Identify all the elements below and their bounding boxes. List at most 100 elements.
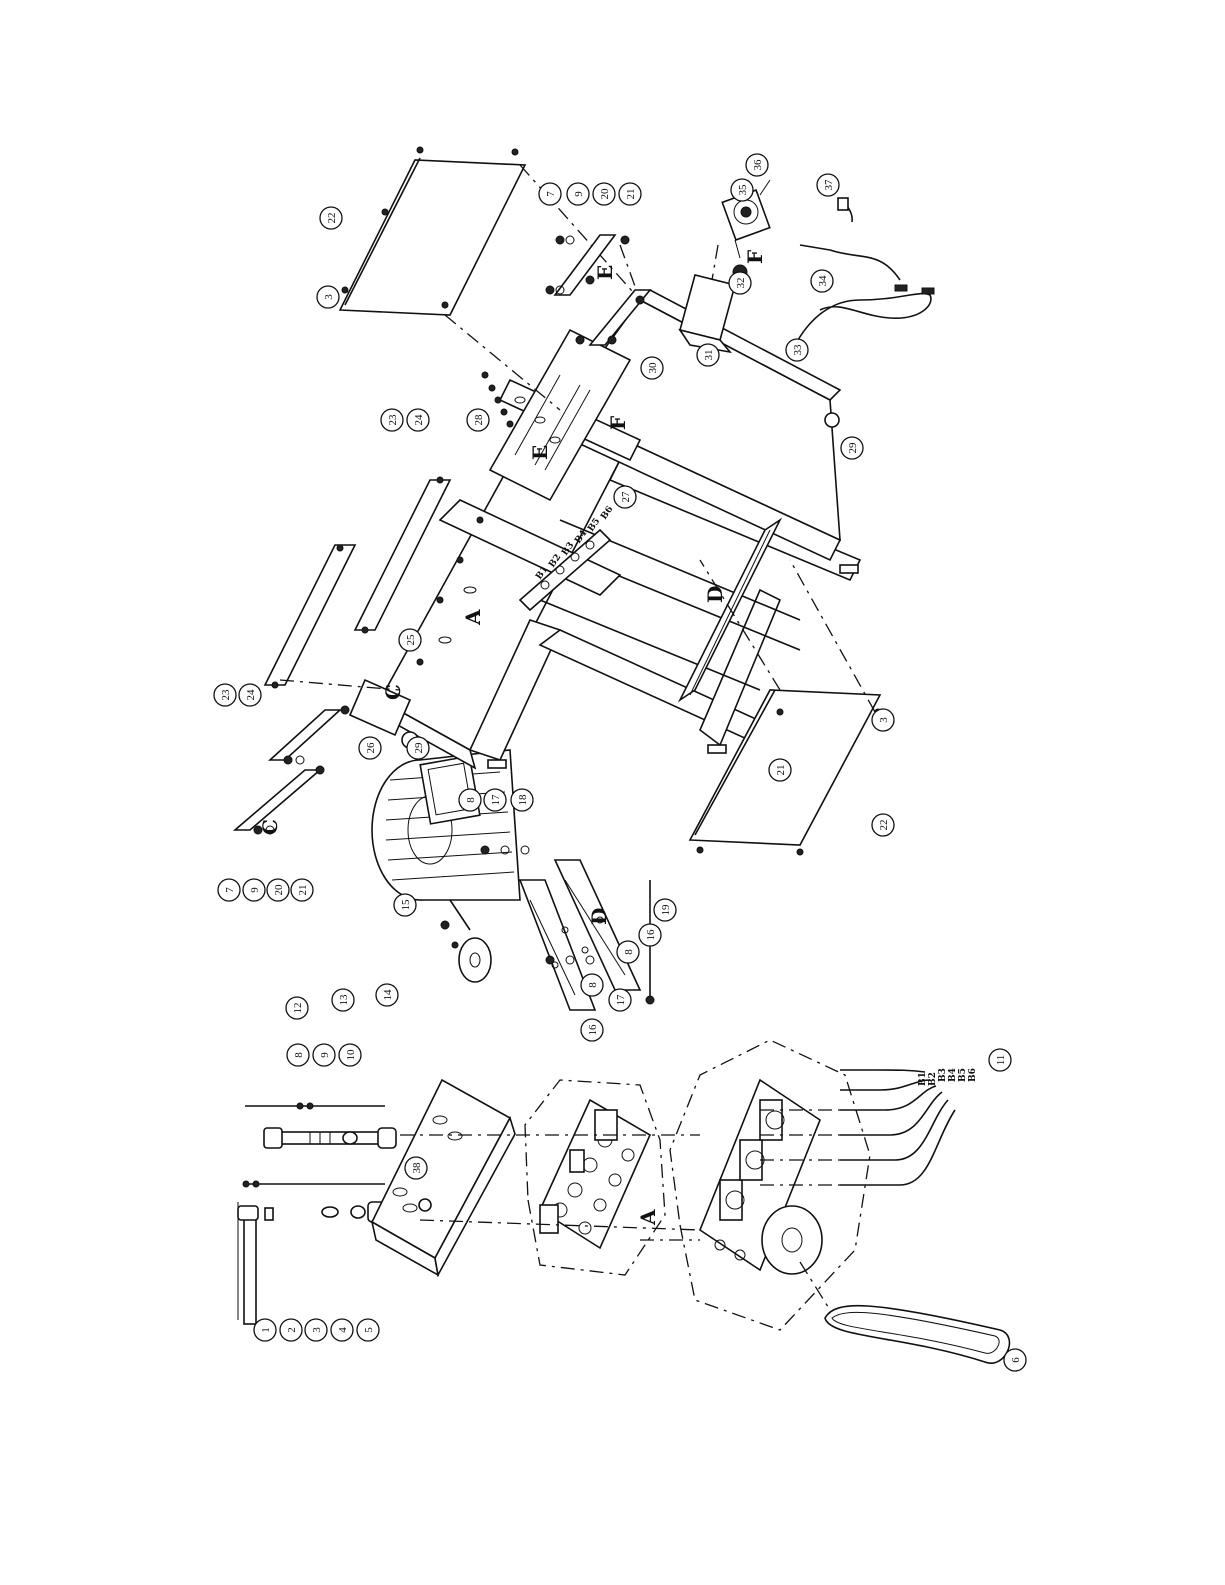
terminal-label-b6: B6	[599, 505, 615, 522]
callout-25: 25	[399, 629, 421, 651]
callout-32: 32	[729, 272, 751, 294]
nut-38	[419, 1199, 431, 1211]
callout-20: 20	[267, 879, 289, 901]
callout-29: 29	[407, 737, 429, 759]
callout-number: 26	[365, 742, 377, 754]
callout-number: 27	[620, 491, 632, 503]
callout-16: 16	[581, 1019, 603, 1041]
ref-letter-e-frame: E	[528, 445, 552, 460]
callout-number: 17	[490, 794, 502, 806]
callout-14: 14	[376, 984, 398, 1006]
callout-number: 9	[573, 191, 585, 197]
wire-label-b6: B6	[968, 1068, 978, 1082]
callout-number: 23	[387, 414, 399, 426]
v-belt	[800, 1262, 1009, 1363]
callout-number: 11	[995, 1055, 1007, 1066]
callout-number: 21	[775, 765, 787, 776]
callout-11: 11	[989, 1049, 1011, 1071]
callout-5: 5	[357, 1319, 379, 1341]
callout-number: 20	[273, 884, 285, 896]
top-mounting-plate	[372, 1080, 515, 1275]
callout-30: 30	[641, 357, 663, 379]
motor-assembly	[372, 750, 520, 982]
callout-number: 8	[623, 949, 635, 955]
bolt-assembly	[238, 1103, 396, 1324]
side-panel-22-top	[340, 147, 525, 315]
callout-17: 17	[609, 989, 631, 1011]
callout-number: 2	[286, 1327, 298, 1333]
callout-number: 24	[245, 689, 257, 701]
power-cords	[798, 198, 934, 340]
callout-number: 22	[326, 213, 338, 224]
callout-24: 24	[407, 409, 429, 431]
callout-number: 10	[345, 1049, 357, 1061]
callout-number: 4	[337, 1327, 349, 1333]
bracket-plates-c	[235, 706, 349, 834]
callout-26: 26	[359, 737, 381, 759]
callout-number: 16	[645, 929, 657, 941]
ref-letter-f-switch: F	[743, 250, 767, 264]
callout-number: 7	[224, 887, 236, 893]
ref-letter-c-frame: C	[381, 684, 405, 700]
ref-letter-c-bracket: C	[258, 819, 282, 835]
callout-34: 34	[811, 270, 833, 292]
callout-2: 2	[280, 1319, 302, 1341]
callout-number: 20	[599, 188, 611, 200]
callout-10: 10	[339, 1044, 361, 1066]
callout-number: 34	[817, 275, 829, 287]
callout-22: 22	[320, 207, 342, 229]
callout-6: 6	[1004, 1349, 1026, 1371]
callout-number: 8	[293, 1052, 305, 1058]
callout-number: 8	[587, 982, 599, 988]
callout-20: 20	[593, 183, 615, 205]
callout-35: 35	[731, 179, 753, 201]
wire-label-b5: B5	[958, 1068, 968, 1082]
callout-23: 23	[214, 684, 236, 706]
callout-number: 38	[411, 1162, 423, 1174]
callout-38: 38	[405, 1157, 427, 1179]
ref-letter-f-frame: F	[606, 416, 630, 430]
ref-letter-a-lower: A	[636, 1209, 660, 1226]
callout-number: 8	[465, 797, 477, 803]
callout-number: 5	[363, 1327, 375, 1333]
callout-number: 3	[323, 294, 335, 300]
callout-8: 8	[581, 974, 603, 996]
callout-19: 19	[654, 899, 676, 921]
ref-letter-d-frame: D	[703, 586, 727, 603]
callout-22: 22	[872, 814, 894, 836]
callout-3: 3	[317, 286, 339, 308]
ref-letter-d-rail: D	[587, 908, 611, 925]
callout-number: 29	[847, 442, 859, 454]
callout-number: 35	[737, 184, 749, 196]
callout-number: 3	[878, 717, 890, 723]
callout-21: 21	[291, 879, 313, 901]
callout-24: 24	[239, 684, 261, 706]
callout-13: 13	[332, 989, 354, 1011]
callout-number: 21	[625, 189, 637, 200]
callout-number: 21	[297, 885, 309, 896]
upper-gear-module	[525, 1080, 665, 1275]
ref-letter-a-frame: A	[461, 609, 485, 626]
callout-29: 29	[841, 437, 863, 459]
callout-37: 37	[817, 174, 839, 196]
ref-letter-e-bracket: E	[593, 265, 617, 280]
callout-number: 12	[292, 1003, 304, 1014]
callout-number: 22	[878, 820, 890, 831]
callout-number: 9	[249, 887, 261, 893]
callout-8: 8	[287, 1044, 309, 1066]
wire-label-b4: B4	[948, 1068, 958, 1082]
callout-9: 9	[313, 1044, 335, 1066]
callout-number: 30	[647, 362, 659, 374]
callout-number: 37	[823, 179, 835, 191]
wire-label-b3: B3	[938, 1068, 948, 1082]
callout-9: 9	[567, 183, 589, 205]
wire-label-b1: B1	[918, 1072, 928, 1086]
callout-36: 36	[746, 154, 768, 176]
wire-label-b2: B2	[928, 1072, 938, 1086]
callout-number: 7	[545, 191, 557, 197]
callout-number: 9	[319, 1052, 331, 1058]
callout-16: 16	[639, 924, 661, 946]
callout-number: 17	[615, 994, 627, 1006]
